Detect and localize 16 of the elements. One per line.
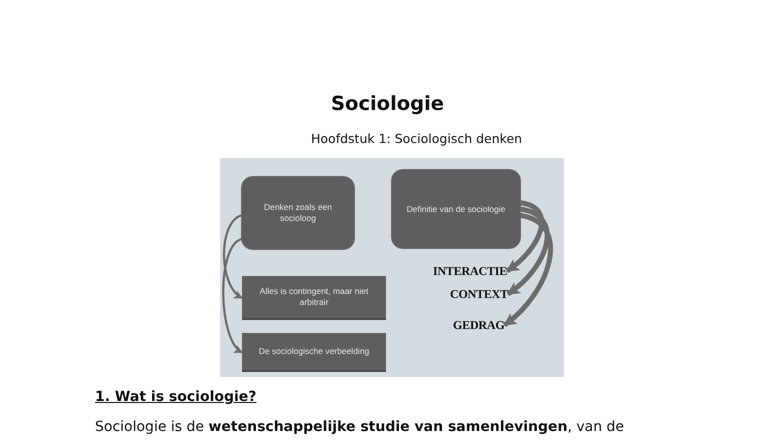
subtitle: Hoofdstuk 1: Sociologisch denken	[311, 131, 522, 147]
curved-arrow	[506, 200, 544, 274]
keyword-label: CONTEXT	[450, 287, 508, 301]
section-heading: 1. Wat is sociologie?	[95, 388, 256, 406]
keyword-label: INTERACTIE	[433, 264, 508, 278]
curved-arrow	[502, 212, 553, 327]
page-title: Sociologie	[331, 92, 444, 116]
concept-box: Alles is contingent, maar niet arbitrair	[242, 276, 386, 320]
paragraph: Sociologie is de wetenschappelijke studie van samenlevingen, van de	[95, 418, 624, 436]
keyword-label: GEDRAG	[453, 318, 504, 332]
curved-arrow	[506, 206, 550, 296]
curved-arrow	[222, 214, 243, 299]
curved-arrow	[222, 238, 243, 354]
concept-box: Definitie van de sociologie	[392, 170, 520, 248]
concept-box: Denken zoals een socioloog	[242, 177, 354, 249]
concept-box: De sociologische verbeelding	[242, 333, 386, 372]
